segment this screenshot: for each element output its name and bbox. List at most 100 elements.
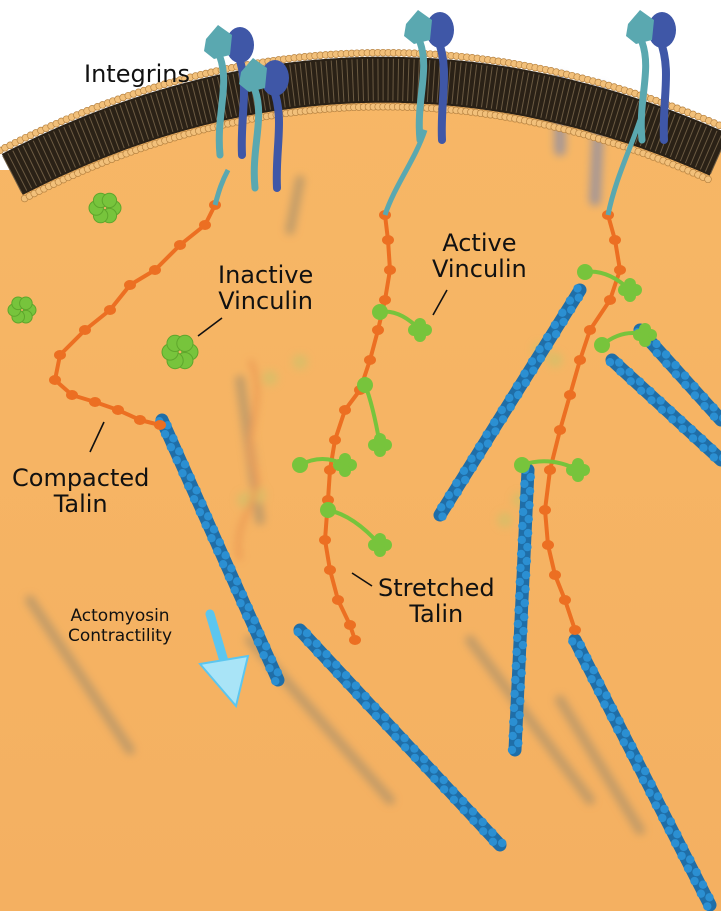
actin-monomer bbox=[521, 585, 529, 593]
actin-monomer bbox=[219, 560, 227, 568]
actin-monomer bbox=[525, 501, 533, 509]
actin-monomer bbox=[454, 488, 462, 496]
actin-monomer bbox=[689, 434, 697, 442]
actin-monomer bbox=[575, 294, 583, 302]
actin-monomer bbox=[510, 690, 518, 698]
actin-monomer bbox=[528, 357, 536, 365]
actin-monomer bbox=[691, 391, 699, 399]
actin-monomer bbox=[710, 413, 718, 421]
actin-monomer bbox=[575, 650, 583, 658]
actin-monomer bbox=[381, 713, 389, 721]
actin-monomer bbox=[516, 564, 524, 572]
actin-monomer bbox=[600, 700, 608, 708]
vinculin-head bbox=[320, 502, 336, 518]
vinculin-head bbox=[594, 337, 610, 353]
actin-monomer bbox=[371, 702, 379, 710]
actin-monomer bbox=[594, 688, 602, 696]
vinculin-tail bbox=[572, 458, 584, 470]
talin-domain bbox=[382, 235, 394, 245]
vinculin-head bbox=[292, 457, 308, 473]
talin-domain bbox=[554, 425, 566, 435]
actin-monomer bbox=[178, 469, 186, 477]
actin-monomer bbox=[708, 444, 716, 452]
actin-monomer bbox=[699, 444, 707, 452]
vinculin-head bbox=[577, 264, 593, 280]
actin-monomer bbox=[519, 508, 527, 516]
actin-monomer bbox=[489, 838, 497, 846]
actin-monomer bbox=[231, 586, 239, 594]
actin-monomer bbox=[161, 430, 169, 438]
talin-domain bbox=[324, 565, 336, 575]
actin-monomer bbox=[452, 479, 460, 487]
actin-monomer bbox=[690, 382, 698, 390]
talin-domain bbox=[574, 355, 586, 365]
actin-monomer bbox=[461, 476, 469, 484]
actin-monomer bbox=[524, 529, 532, 537]
talin-domain bbox=[539, 505, 551, 515]
actin-monomer bbox=[498, 839, 506, 847]
actin-monomer bbox=[668, 415, 676, 423]
lipid-head-outer bbox=[716, 122, 721, 129]
actin-monomer bbox=[647, 396, 655, 404]
label-stretched-talin: Stretched Talin bbox=[378, 576, 495, 628]
talin-domain bbox=[54, 350, 66, 360]
talin-domain bbox=[174, 240, 186, 250]
label-inactive-vinculin: Inactive Vinculin bbox=[218, 263, 313, 315]
actin-monomer bbox=[566, 296, 574, 304]
actin-monomer bbox=[250, 616, 258, 624]
actin-monomer bbox=[518, 522, 526, 530]
actin-monomer bbox=[671, 839, 679, 847]
talin-domain bbox=[134, 415, 146, 425]
actin-monomer bbox=[401, 743, 409, 751]
integrin-alpha-head bbox=[626, 10, 654, 44]
actin-monomer bbox=[535, 345, 543, 353]
talin-domain bbox=[124, 280, 136, 290]
actin-monomer bbox=[681, 371, 689, 379]
actin-monomer bbox=[616, 368, 624, 376]
actin-monomer bbox=[692, 868, 700, 876]
actin-monomer bbox=[596, 679, 604, 687]
actin-monomer bbox=[420, 755, 428, 763]
actin-monomer bbox=[583, 653, 591, 661]
actin-monomer bbox=[520, 369, 528, 377]
actin-monomer bbox=[667, 817, 675, 825]
actin-monomer bbox=[577, 641, 585, 649]
actin-monomer bbox=[192, 486, 200, 494]
actin-monomer bbox=[271, 677, 279, 685]
actin-monomer bbox=[294, 628, 302, 636]
actin-monomer bbox=[559, 318, 567, 326]
actin-monomer bbox=[265, 664, 273, 672]
actin-monomer bbox=[544, 342, 552, 350]
actin-monomer bbox=[479, 818, 487, 826]
vinculin-domain bbox=[102, 193, 116, 207]
actin-monomer bbox=[430, 775, 438, 783]
actin-monomer bbox=[190, 495, 198, 503]
actin-monomer bbox=[635, 754, 643, 762]
actin-monomer bbox=[606, 358, 614, 366]
actin-monomer bbox=[514, 739, 522, 747]
actin-monomer bbox=[686, 855, 694, 863]
blurred-vinculin bbox=[547, 352, 563, 368]
actin-monomer bbox=[313, 649, 321, 657]
actin-monomer bbox=[558, 309, 566, 317]
actin-monomer bbox=[526, 487, 534, 495]
actin-monomer bbox=[671, 361, 679, 369]
actin-monomer bbox=[513, 634, 521, 642]
actin-monomer bbox=[322, 650, 330, 658]
talin-domain bbox=[79, 325, 91, 335]
actin-monomer bbox=[637, 387, 645, 395]
actin-monomer bbox=[677, 416, 685, 424]
actin-monomer bbox=[652, 801, 660, 809]
actin-monomer bbox=[303, 638, 311, 646]
actin-monomer bbox=[450, 796, 458, 804]
actin-monomer bbox=[590, 666, 598, 674]
vinculin-head bbox=[357, 377, 373, 393]
talin-domain bbox=[154, 420, 166, 430]
actin-monomer bbox=[221, 551, 229, 559]
actin-monomer bbox=[517, 550, 525, 558]
actin-monomer bbox=[248, 625, 256, 633]
actin-monomer bbox=[440, 785, 448, 793]
actin-monomer bbox=[514, 606, 522, 614]
actin-monomer bbox=[700, 402, 708, 410]
